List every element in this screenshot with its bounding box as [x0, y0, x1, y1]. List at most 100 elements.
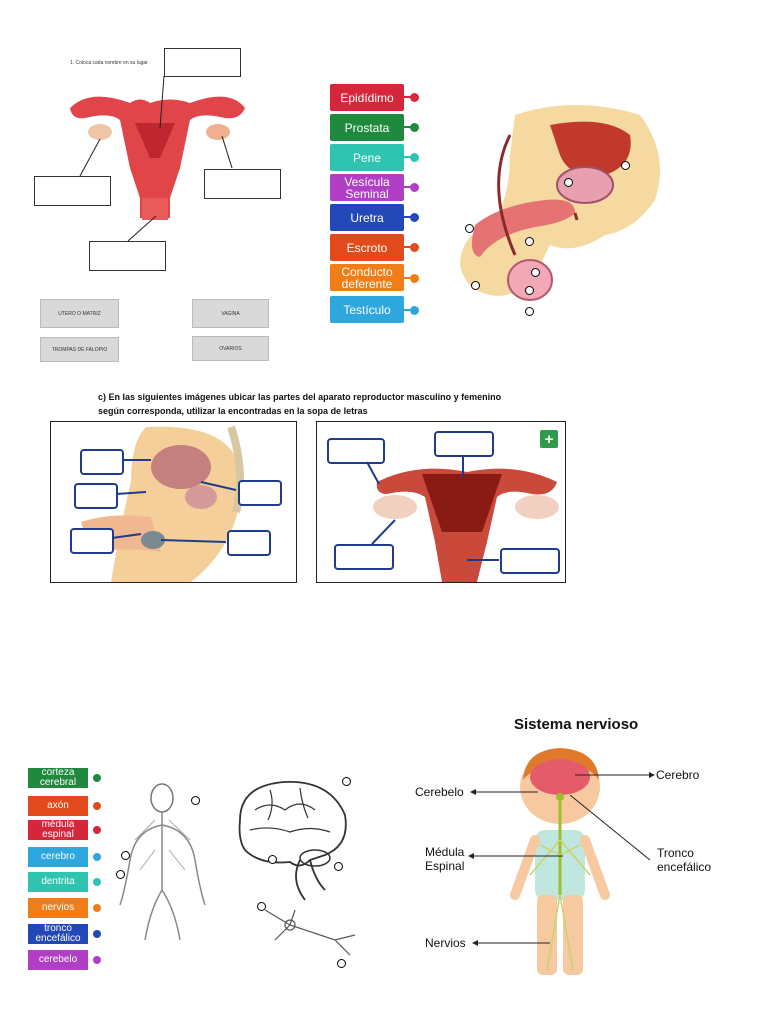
answer-marker[interactable]: [337, 959, 346, 968]
label-tronco-encefalico-1: Tronco: [657, 846, 694, 860]
label-epididimo[interactable]: Epidídimo: [330, 84, 404, 111]
label-escroto[interactable]: Escroto: [330, 234, 404, 261]
connector-dot[interactable]: [93, 878, 101, 886]
answer-box-male-2[interactable]: [74, 483, 118, 509]
connector-dot[interactable]: [410, 243, 419, 252]
label-medula-espinal-2: Espinal: [425, 859, 465, 873]
female-diagram-panel: +: [316, 421, 566, 583]
connector: [404, 309, 412, 311]
connector-dot[interactable]: [410, 123, 419, 132]
answer-box-female-2[interactable]: [434, 431, 494, 457]
connector-dot[interactable]: [93, 904, 101, 912]
label-cerebro[interactable]: cerebro: [28, 847, 88, 867]
answer-marker[interactable]: [471, 281, 480, 290]
label-medula-espinal[interactable]: médula espinal: [28, 820, 88, 840]
option-ovarios[interactable]: OVARIOS: [192, 336, 269, 361]
answer-box-top[interactable]: [164, 48, 241, 77]
answer-marker[interactable]: [564, 178, 573, 187]
connector-dot[interactable]: [93, 930, 101, 938]
label-cerebro: Cerebro: [656, 768, 700, 782]
label-cerebelo[interactable]: cerebelo: [28, 950, 88, 970]
label-conducto-deferente[interactable]: Conducto deferente: [330, 264, 404, 291]
neuron-illustration: [264, 909, 356, 956]
connector-dot[interactable]: [410, 153, 419, 162]
label-nervios: Nervios: [425, 936, 466, 950]
answer-marker[interactable]: [531, 268, 540, 277]
label-vesicula-seminal[interactable]: Vesícula Seminal: [330, 174, 404, 201]
option-trompas[interactable]: TROMPAS DE FALOPIO: [40, 337, 119, 362]
male-matching-activity: Epidídimo Prostata Pene Vesícula Seminal…: [0, 0, 768, 330]
sistema-nervioso-diagram: Sistema nervioso Cerebelo Cerebro Médula…: [410, 710, 740, 980]
answer-marker[interactable]: [191, 796, 200, 805]
answer-marker[interactable]: [257, 902, 266, 911]
connector-dot[interactable]: [93, 853, 101, 861]
male-side-illustration: [81, 425, 244, 582]
section-c: c) En las siguientes imágenes ubicar las…: [0, 385, 768, 615]
pointer-arrow: [470, 789, 538, 795]
label-corteza-cerebral[interactable]: corteza cerebral: [28, 768, 88, 788]
worksheet-instruction: 1. Coloca cada nombre en su lugar: [70, 60, 148, 66]
answer-box-female-1[interactable]: [327, 438, 385, 464]
connector-dot[interactable]: [93, 774, 101, 782]
connector-dot[interactable]: [410, 213, 419, 222]
nervous-body-illustration: [119, 783, 206, 940]
label-pene[interactable]: Pene: [330, 144, 404, 171]
connector-dot[interactable]: [410, 93, 419, 102]
label-medula-espinal-1: Médula: [425, 845, 465, 859]
option-vagina[interactable]: VAGINA: [192, 299, 269, 328]
connector: [404, 246, 412, 248]
connector-dot[interactable]: [93, 802, 101, 810]
answer-marker[interactable]: [525, 237, 534, 246]
uterus-illustration: [70, 75, 245, 242]
answer-marker[interactable]: [268, 855, 277, 864]
label-dentrita[interactable]: dentrita: [28, 872, 88, 892]
answer-box-female-3[interactable]: [334, 544, 394, 570]
pointer-arrow: [468, 853, 563, 859]
answer-box-male-3[interactable]: [70, 528, 114, 554]
answer-marker[interactable]: [621, 161, 630, 170]
answer-box-male-4[interactable]: [238, 480, 282, 506]
child-nervous-illustration: [510, 748, 610, 975]
answer-marker[interactable]: [116, 870, 125, 879]
option-utero[interactable]: UTERO O MATRIZ: [40, 299, 119, 328]
answer-box-left[interactable]: [34, 176, 111, 206]
label-nervios[interactable]: nervios: [28, 898, 88, 918]
connector: [404, 277, 412, 279]
connector-dot[interactable]: [410, 306, 419, 315]
label-tronco-encefalico[interactable]: tronco encefálico: [28, 924, 88, 944]
answer-marker[interactable]: [121, 851, 130, 860]
answer-marker[interactable]: [342, 777, 351, 786]
label-axon[interactable]: axón: [28, 796, 88, 816]
answer-marker[interactable]: [465, 224, 474, 233]
answer-box-male-1[interactable]: [80, 449, 124, 475]
answer-box-male-5[interactable]: [227, 530, 271, 556]
connector: [404, 126, 412, 128]
label-uretra[interactable]: Uretra: [330, 204, 404, 231]
connector-dot[interactable]: [410, 274, 419, 283]
pointer-arrow: [472, 940, 550, 946]
connector-dot[interactable]: [93, 956, 101, 964]
answer-marker[interactable]: [334, 862, 343, 871]
connector: [404, 186, 412, 188]
connector: [404, 216, 412, 218]
male-anatomy-illustration: [460, 105, 660, 301]
brain-illustration: [238, 781, 347, 901]
pointer-line: [570, 795, 651, 861]
label-prostata[interactable]: Prostata: [330, 114, 404, 141]
female-worksheet: 1. Coloca cada nombre en su lugar UTERO …: [30, 48, 281, 362]
pointer-arrow: [575, 772, 655, 778]
answer-marker[interactable]: [525, 286, 534, 295]
pointer-arrows: [111, 459, 237, 543]
section-c-instruction-1: c) En las siguientes imágenes ubicar las…: [98, 392, 502, 402]
connector: [404, 96, 412, 98]
female-uterus-illustration: [373, 468, 559, 582]
answer-marker[interactable]: [525, 307, 534, 316]
answer-box-female-4[interactable]: [500, 548, 560, 574]
answer-box-bottom[interactable]: [89, 241, 166, 271]
plus-icon[interactable]: +: [540, 430, 558, 448]
connector-dot[interactable]: [93, 826, 101, 834]
connector-dot[interactable]: [410, 183, 419, 192]
nervous-matching-activity: corteza cerebral axón médula espinal cer…: [0, 760, 390, 980]
answer-box-right[interactable]: [204, 169, 281, 199]
label-testiculo[interactable]: Testículo: [330, 296, 404, 323]
